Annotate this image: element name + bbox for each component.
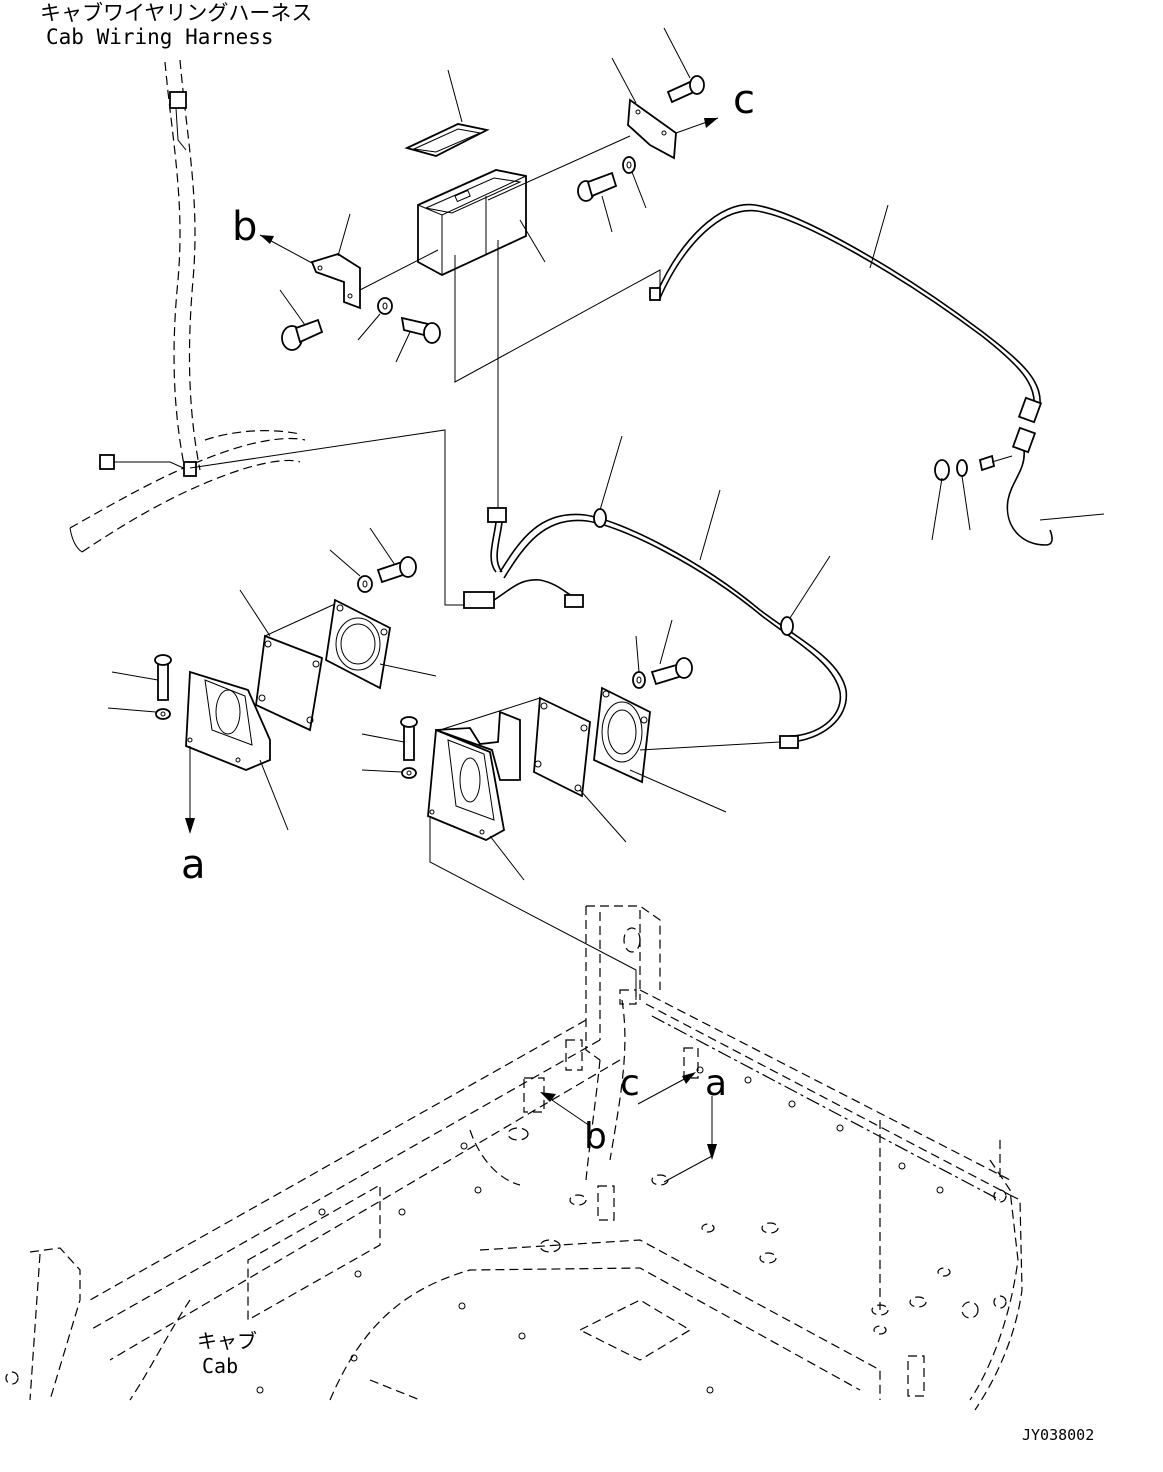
washer-speaker-left-top [329, 549, 373, 593]
cab-wiring-harness [69, 59, 468, 606]
cab-frame [5, 905, 1023, 1411]
harness-connector [99, 454, 115, 470]
speaker-cover-right [439, 696, 627, 843]
washer-speaker-left [107, 707, 171, 720]
speaker-right [593, 686, 781, 813]
washer-speaker-right-top [632, 635, 646, 689]
speaker-left [325, 598, 437, 690]
cab-wiring-harness-jp-label: キャブワイヤリングハーネス [40, 1, 312, 25]
washer-speaker-right [361, 767, 417, 779]
speaker-bracket-right [427, 710, 637, 1000]
washer-left [357, 297, 393, 341]
bolt-speaker-right-top [650, 619, 693, 686]
figure-code-label: JY038002 [1022, 1426, 1094, 1444]
cab-en-label: Cab [202, 1354, 238, 1378]
clamp-1 [593, 508, 607, 528]
bracket-right [487, 57, 719, 201]
speaker-harness [463, 435, 848, 749]
bolt-speaker-left [111, 654, 172, 701]
bolt-speaker-left-top [369, 527, 417, 584]
bolt-left [279, 289, 324, 351]
connector-left [463, 591, 495, 609]
bolt-left-2 [395, 316, 441, 363]
bracket-left [259, 213, 439, 310]
bolt-top-right [663, 27, 705, 104]
ref-c-bottom-label: c [620, 1063, 640, 1104]
clamp-2 [780, 616, 794, 636]
harness-clip [169, 91, 187, 109]
ref-a-top-label: a [181, 842, 206, 888]
cab-jp-label: キャブ [197, 1329, 257, 1353]
ref-c-top-label: c [733, 77, 755, 123]
ref-b-bottom-label: b [584, 1116, 607, 1157]
ref-a-bottom-label: a [705, 1063, 727, 1104]
antenna-cable [649, 203, 1105, 546]
bolt-mid [577, 171, 618, 233]
speaker-bracket-left [185, 670, 289, 834]
connector-top [487, 507, 507, 523]
cab-wiring-harness-en-label: Cab Wiring Harness [46, 25, 274, 49]
ref-b-top-label: b [232, 204, 257, 250]
bolt-speaker-right [361, 716, 418, 761]
washer-mid [622, 156, 647, 209]
connector-right [564, 594, 584, 608]
radio-cover-plate [404, 123, 490, 157]
radio-unit [404, 69, 661, 510]
